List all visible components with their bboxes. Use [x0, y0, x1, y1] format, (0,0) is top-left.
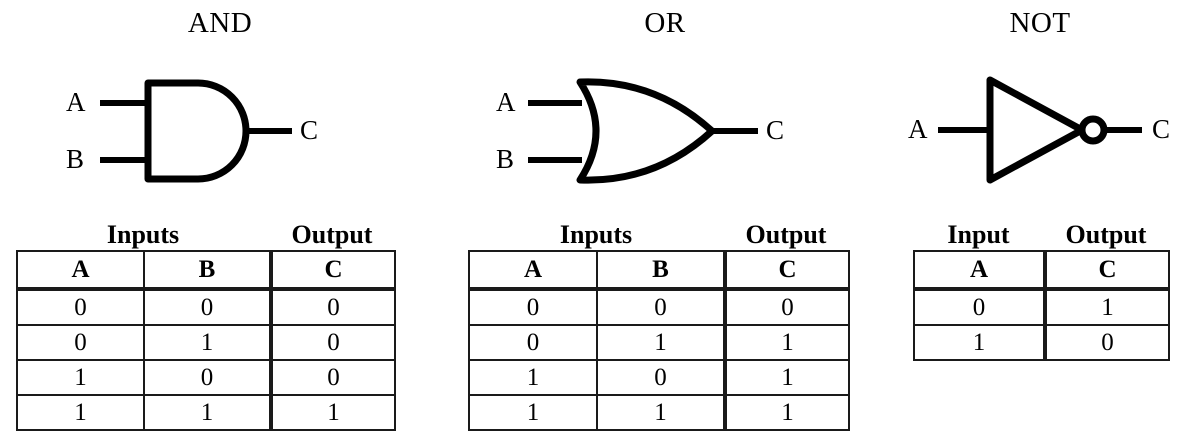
truth-table-not: A C 0 1 1 0	[913, 250, 1170, 361]
group-header-input: Input	[947, 220, 1010, 249]
table-row: 1 1 1	[16, 394, 396, 431]
cell-c: 0	[270, 288, 396, 326]
cell-b: 1	[596, 324, 727, 361]
not-gate-symbol: A C	[890, 55, 1190, 200]
cell-c: 1	[724, 359, 850, 396]
table-header-row: A B C	[468, 250, 850, 291]
cell-c: 0	[270, 324, 396, 361]
table-row: 1 0 1	[468, 359, 850, 396]
group-header-inputs: Inputs	[106, 220, 180, 249]
column-header-c: C	[270, 250, 396, 291]
cell-c: 0	[270, 359, 396, 396]
cell-c: 0	[1044, 324, 1170, 361]
table-row: 0 1	[913, 288, 1170, 326]
cell-a: 0	[16, 288, 145, 326]
table-row: 0 0 0	[16, 288, 396, 326]
cell-a: 1	[468, 394, 598, 431]
cell-a: 0	[913, 288, 1047, 326]
table-row: 0 1 1	[468, 324, 850, 361]
column-header-c: C	[1044, 250, 1170, 291]
cell-c: 1	[724, 394, 850, 431]
and-body-path	[144, 79, 250, 183]
cell-a: 1	[16, 394, 145, 431]
cell-c: 1	[1044, 288, 1170, 326]
and-gate-symbol: A B C	[0, 55, 440, 200]
truth-table-and: A B C 0 0 0 0 1 0 1 0 0	[16, 250, 396, 431]
group-header-output: Output	[1065, 220, 1147, 249]
column-header-a: A	[468, 250, 598, 291]
truth-table-and-wrapper: Inputs Output A B C 0 0 0 0 1 0	[16, 216, 396, 431]
gate-title-or: OR	[644, 7, 686, 39]
gate-panel-not: NOT A C Input Output A C 0	[890, 0, 1190, 444]
inversion-bubble-icon	[1078, 115, 1108, 145]
cell-b: 0	[596, 359, 727, 396]
output-label-c: C	[1152, 114, 1171, 144]
table-row: 1 0	[913, 324, 1170, 361]
or-gate-symbol: A B C	[440, 55, 890, 200]
column-header-b: B	[596, 250, 727, 291]
group-header-output: Output	[745, 220, 827, 249]
table-header-row: A C	[913, 250, 1170, 291]
table-row: 0 1 0	[16, 324, 396, 361]
table-row: 1 0 0	[16, 359, 396, 396]
truth-table-or-wrapper: Inputs Output A B C 0 0 0 0 1 1	[468, 216, 850, 431]
gate-panel-or: OR A B C Inputs Output A B C	[440, 0, 890, 444]
truth-table-and-group-headers: Inputs Output	[16, 216, 394, 250]
cell-b: 0	[596, 288, 727, 326]
cell-a: 1	[468, 359, 598, 396]
gate-title-not: NOT	[1009, 7, 1071, 39]
group-header-inputs: Inputs	[559, 220, 633, 249]
output-label-c: C	[766, 115, 785, 145]
cell-a: 0	[468, 324, 598, 361]
column-header-a: A	[913, 250, 1047, 291]
input-label-a: A	[66, 87, 86, 117]
cell-b: 1	[143, 394, 273, 431]
truth-table-or: A B C 0 0 0 0 1 1 1 0 1	[468, 250, 850, 431]
column-header-c: C	[724, 250, 850, 291]
cell-a: 1	[913, 324, 1047, 361]
cell-b: 1	[143, 324, 273, 361]
cell-a: 0	[16, 324, 145, 361]
table-row: 0 0 0	[468, 288, 850, 326]
gate-title-and: AND	[187, 7, 253, 39]
cell-c: 0	[724, 288, 850, 326]
truth-table-not-wrapper: Input Output A C 0 1 1 0	[913, 216, 1170, 361]
column-header-a: A	[16, 250, 145, 291]
input-label-b: B	[66, 144, 85, 174]
not-triangle-path	[986, 76, 1086, 184]
table-header-row: A B C	[16, 250, 396, 291]
input-label-a: A	[908, 114, 928, 144]
input-label-b: B	[496, 144, 515, 174]
cell-a: 1	[16, 359, 145, 396]
gate-panel-and: AND A B C Inputs Output A B C	[0, 0, 440, 444]
cell-c: 1	[270, 394, 396, 431]
cell-b: 0	[143, 288, 273, 326]
or-body-path	[576, 78, 716, 184]
truth-table-or-group-headers: Inputs Output	[468, 216, 848, 250]
column-header-b: B	[143, 250, 273, 291]
table-row: 1 1 1	[468, 394, 850, 431]
cell-b: 0	[143, 359, 273, 396]
cell-c: 1	[724, 324, 850, 361]
input-label-a: A	[496, 87, 516, 117]
output-label-c: C	[300, 115, 319, 145]
cell-a: 0	[468, 288, 598, 326]
truth-table-not-group-headers: Input Output	[913, 216, 1168, 250]
group-header-output: Output	[291, 220, 373, 249]
cell-b: 1	[596, 394, 727, 431]
